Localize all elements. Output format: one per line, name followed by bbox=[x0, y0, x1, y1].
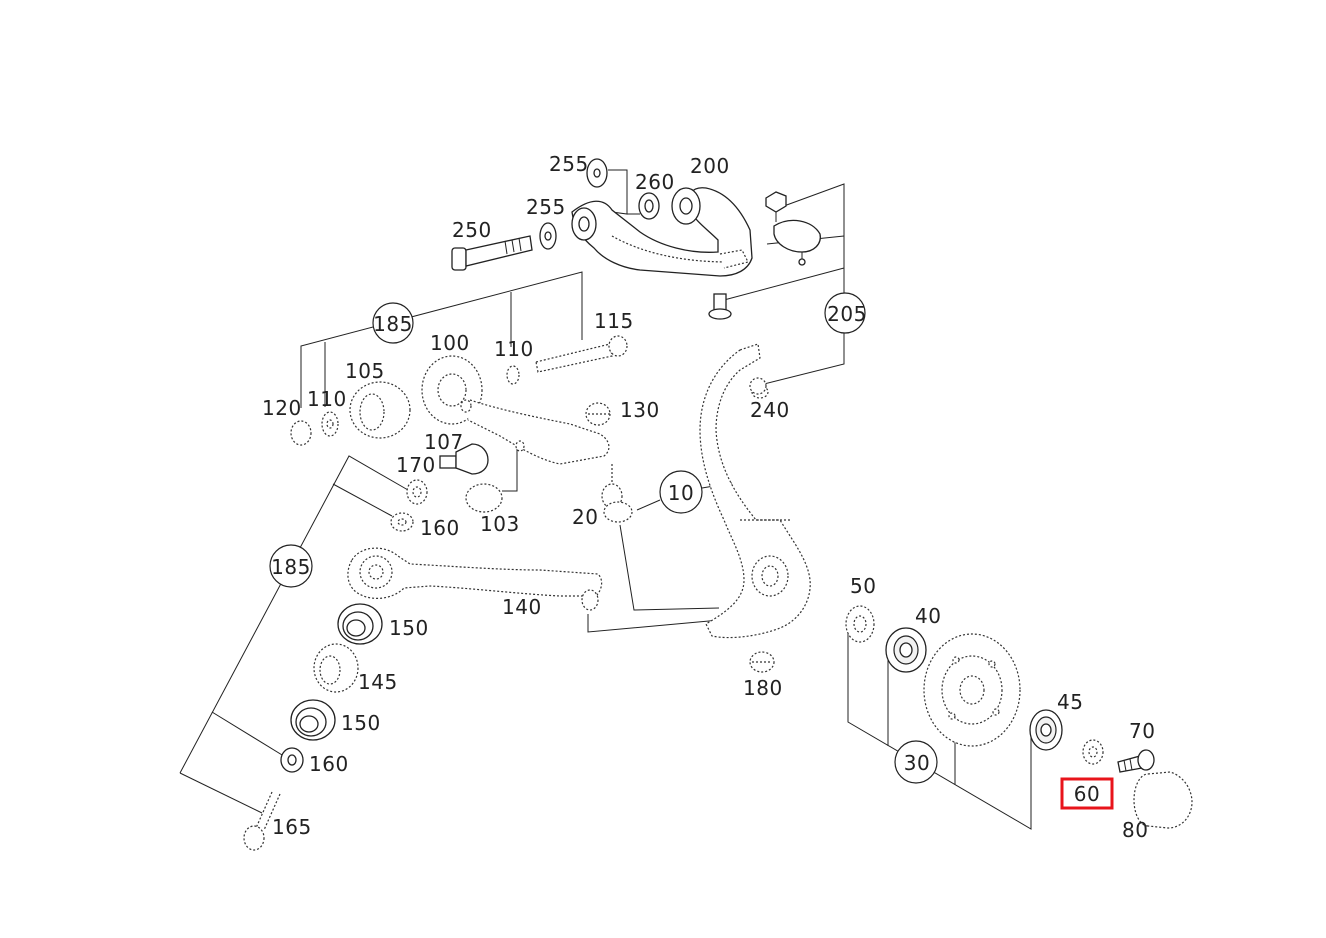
group-185-lower[interactable]: 185 bbox=[269, 544, 313, 588]
part-240-bolt[interactable] bbox=[749, 377, 767, 395]
label-130[interactable]: 130 bbox=[620, 398, 660, 422]
group-10[interactable]: 10 bbox=[659, 470, 703, 514]
svg-text:10: 10 bbox=[668, 481, 694, 505]
part-60-washer[interactable] bbox=[1082, 739, 1104, 765]
part-165-bolt[interactable] bbox=[243, 791, 281, 851]
part-110-washer-upper[interactable] bbox=[506, 365, 520, 385]
label-70[interactable]: 70 bbox=[1129, 719, 1155, 743]
part-250-bolt[interactable] bbox=[451, 235, 533, 271]
part-100-control-arm[interactable] bbox=[421, 355, 610, 465]
leader-lines bbox=[179, 169, 1032, 830]
svg-text:185: 185 bbox=[271, 555, 311, 579]
group-callouts: 185 205 10 185 30 bbox=[269, 292, 938, 784]
label-110-lower[interactable]: 110 bbox=[307, 387, 347, 411]
part-150-bushing-upper[interactable] bbox=[337, 603, 383, 645]
part-45-bearing[interactable] bbox=[1029, 709, 1063, 751]
part-103-bushing[interactable] bbox=[465, 483, 503, 513]
label-150-upper[interactable]: 150 bbox=[389, 616, 429, 640]
highlighted-callout-60[interactable]: 60 bbox=[1060, 777, 1114, 810]
part-70-bolt[interactable] bbox=[1117, 749, 1155, 773]
part-110-washer-lower[interactable] bbox=[321, 411, 339, 437]
part-170-ring[interactable] bbox=[406, 479, 428, 505]
part-160-washer-upper[interactable] bbox=[390, 512, 414, 532]
label-180[interactable]: 180 bbox=[743, 676, 783, 700]
label-80[interactable]: 80 bbox=[1122, 818, 1148, 842]
label-20[interactable]: 20 bbox=[572, 505, 598, 529]
part-260-bushing[interactable] bbox=[638, 192, 660, 220]
part-200-upper-control-arm[interactable] bbox=[571, 187, 753, 277]
svg-text:205: 205 bbox=[827, 302, 867, 326]
part-107-ball-stud[interactable] bbox=[439, 443, 489, 475]
part-115-bolt[interactable] bbox=[535, 335, 628, 373]
part-145-bushing[interactable] bbox=[313, 643, 359, 693]
part-10-steering-knuckle[interactable] bbox=[699, 343, 811, 639]
part-120-nut[interactable] bbox=[290, 420, 312, 446]
part-150-bushing-lower[interactable] bbox=[290, 699, 336, 741]
label-255-upper[interactable]: 255 bbox=[549, 152, 589, 176]
label-50[interactable]: 50 bbox=[850, 574, 876, 598]
label-160-lower[interactable]: 160 bbox=[309, 752, 349, 776]
label-145[interactable]: 145 bbox=[358, 670, 398, 694]
part-40-bearing[interactable] bbox=[885, 627, 927, 673]
part-20-joint[interactable] bbox=[601, 464, 633, 523]
group-185-upper[interactable]: 185 bbox=[372, 302, 414, 344]
part-hub[interactable] bbox=[923, 633, 1021, 747]
label-60[interactable]: 60 bbox=[1074, 782, 1100, 806]
label-40[interactable]: 40 bbox=[915, 604, 941, 628]
part-130-nut[interactable] bbox=[585, 402, 611, 426]
label-120[interactable]: 120 bbox=[262, 396, 302, 420]
part-upper-balljoint-nut[interactable] bbox=[765, 191, 787, 222]
part-140-lower-control-arm[interactable] bbox=[347, 547, 603, 611]
svg-text:30: 30 bbox=[904, 751, 930, 775]
label-255-lower[interactable]: 255 bbox=[526, 195, 566, 219]
callout-labels: 255 260 200 255 250 115 110 100 105 120 … bbox=[262, 152, 1155, 842]
label-45[interactable]: 45 bbox=[1057, 690, 1083, 714]
part-upper-balljoint[interactable] bbox=[773, 219, 821, 266]
label-115[interactable]: 115 bbox=[594, 309, 634, 333]
label-107[interactable]: 107 bbox=[424, 430, 464, 454]
part-180-bolt[interactable] bbox=[749, 651, 775, 673]
label-260[interactable]: 260 bbox=[635, 170, 675, 194]
part-upper-arm-bolt[interactable] bbox=[708, 293, 732, 320]
label-170[interactable]: 170 bbox=[396, 453, 436, 477]
label-250[interactable]: 250 bbox=[452, 218, 492, 242]
group-205[interactable]: 205 bbox=[824, 292, 867, 334]
part-160-washer-lower[interactable] bbox=[280, 747, 304, 773]
part-50-seal[interactable] bbox=[845, 605, 875, 643]
label-160-upper[interactable]: 160 bbox=[420, 516, 460, 540]
group-30[interactable]: 30 bbox=[894, 740, 938, 784]
label-165[interactable]: 165 bbox=[272, 815, 312, 839]
label-103[interactable]: 103 bbox=[480, 512, 520, 536]
label-240[interactable]: 240 bbox=[750, 398, 790, 422]
label-200[interactable]: 200 bbox=[690, 154, 730, 178]
part-255-washer-lower[interactable] bbox=[539, 222, 557, 250]
label-110-upper[interactable]: 110 bbox=[494, 337, 534, 361]
part-255-washer-upper[interactable] bbox=[586, 158, 608, 188]
label-140[interactable]: 140 bbox=[502, 595, 542, 619]
label-100[interactable]: 100 bbox=[430, 331, 470, 355]
label-105[interactable]: 105 bbox=[345, 359, 385, 383]
svg-text:185: 185 bbox=[373, 312, 413, 336]
part-80-cap[interactable] bbox=[1133, 771, 1193, 829]
part-105-bushing[interactable] bbox=[349, 381, 411, 439]
label-150-lower[interactable]: 150 bbox=[341, 711, 381, 735]
parts-drawings bbox=[243, 158, 1193, 851]
highlight-box bbox=[1060, 777, 1114, 810]
